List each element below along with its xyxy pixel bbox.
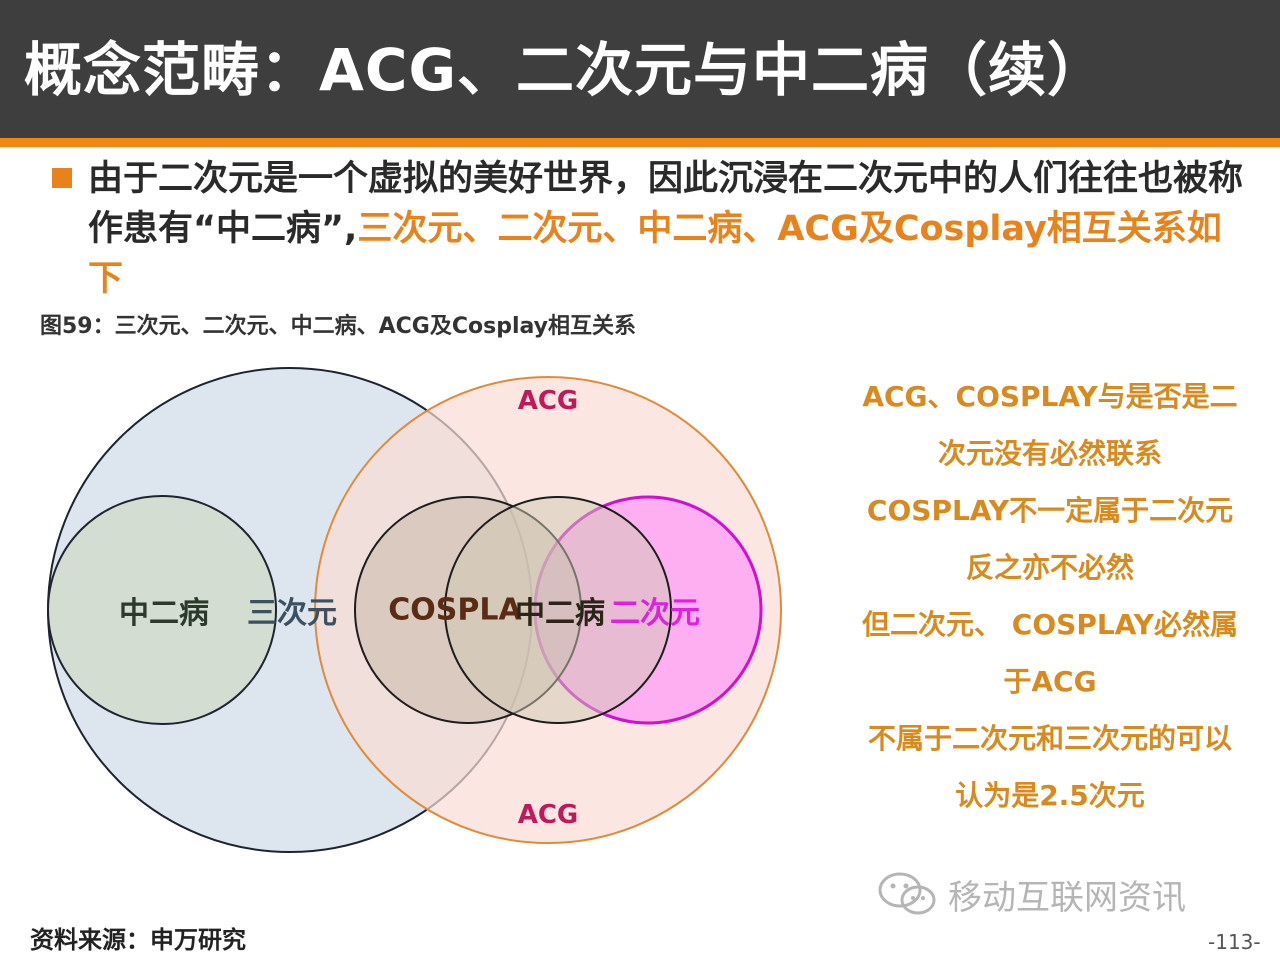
title-underline <box>0 138 1280 147</box>
venn-label-acg-top: ACG <box>517 386 579 416</box>
venn-label-left-chuunibyou: 中二病 <box>119 596 209 631</box>
venn-diagram <box>47 367 782 853</box>
watermark-text: 移动互联网资讯 <box>948 877 1186 918</box>
venn-label-cosplay: COSPLA <box>388 592 522 628</box>
watermark: 移动互联网资讯 <box>876 868 1186 920</box>
bullet-text-plain: 由于二次元是一个虚拟的美好世界，因此沉浸在二次元中的人们往往也被称作患有“中二病… <box>88 159 1244 249</box>
bullet-text-highlight: 三次元、二次元、中二病、ACG及Cosplay相互关系如下 <box>88 209 1222 299</box>
note-line: 于ACG <box>1003 665 1097 698</box>
venn-label-right-chuunibyou: 中二病 <box>515 596 605 631</box>
bullet-square-icon <box>52 168 72 188</box>
note-line: 认为是2.5次元 <box>955 779 1145 812</box>
venn-label-erciyuan: 二次元 <box>610 596 700 631</box>
note-line: ACG、COSPLAY与是否是二 <box>862 380 1238 413</box>
venn-label-acg-bottom: ACG <box>517 800 579 830</box>
relationship-notes: ACG、COSPLAY与是否是二 次元没有必然联系 COSPLAY不一定属于二次… <box>832 368 1268 824</box>
wechat-icon <box>878 872 936 915</box>
left-chuunibyou-circle <box>47 495 277 725</box>
note-line: 不属于二次元和三次元的可以 <box>867 722 1232 755</box>
page-number: -113- <box>1208 930 1261 954</box>
note-line: 次元没有必然联系 <box>937 437 1162 470</box>
note-line: COSPLAY不一定属于二次元 <box>866 494 1234 527</box>
page-title: 概念范畴：ACG、二次元与中二病（续） <box>24 36 1107 104</box>
title-bar: 概念范畴：ACG、二次元与中二病（续） <box>0 0 1280 138</box>
source-note: 资料来源：申万研究 <box>30 926 246 954</box>
note-line: 但二次元、 COSPLAY必然属 <box>862 608 1238 641</box>
venn-label-sanciyuan: 三次元 <box>247 596 337 631</box>
note-line: 反之亦不必然 <box>965 551 1134 584</box>
bullet-text: 由于二次元是一个虚拟的美好世界，因此沉浸在二次元中的人们往往也被称作患有“中二病… <box>88 154 1248 304</box>
figure-caption: 图59：三次元、二次元、中二病、ACG及Cosplay相互关系 <box>40 314 636 339</box>
right-chuunibyou-circle <box>444 496 672 724</box>
